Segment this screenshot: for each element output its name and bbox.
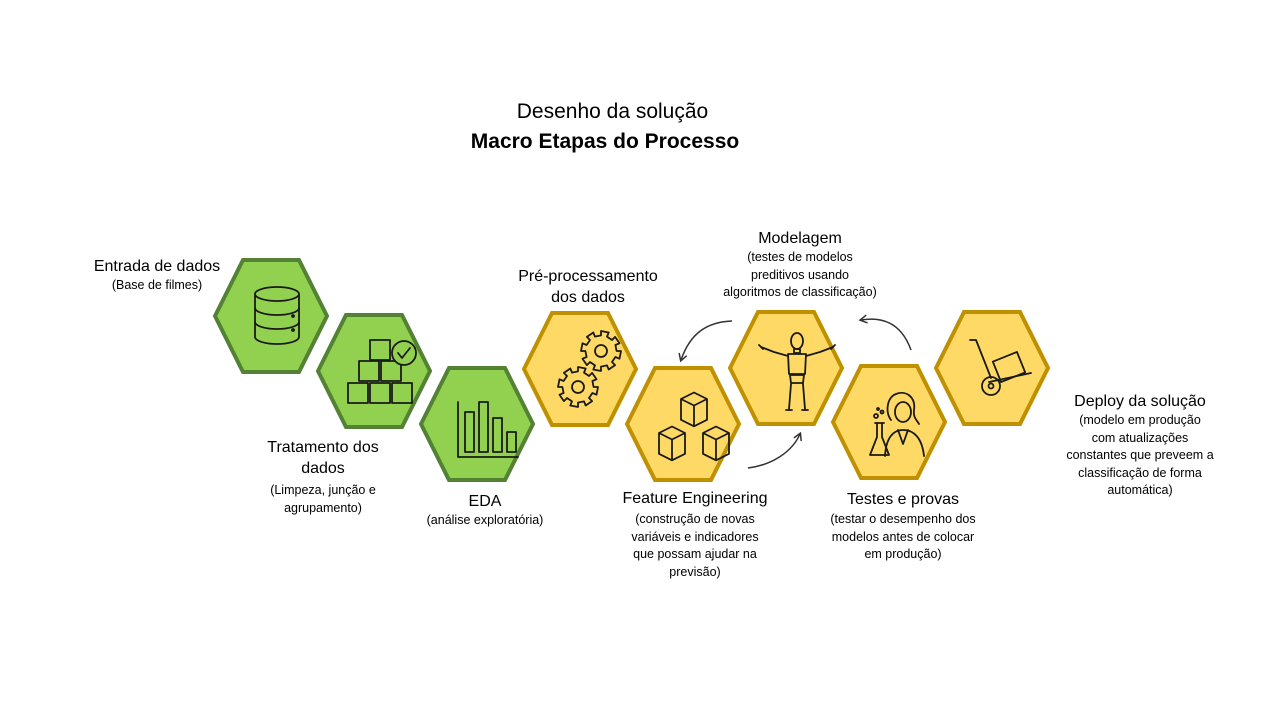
hex-deploy	[933, 310, 1051, 426]
step-desc-modelagem: (testes de modelos preditivos usando alg…	[723, 250, 877, 299]
step-label-entrada: Entrada de dados	[93, 258, 221, 275]
step-label-tratamento: Tratamento dos dados	[267, 439, 379, 477]
page-title: Desenho da solução	[516, 100, 709, 123]
hex-feature-engineering	[624, 366, 742, 482]
step-label-modelagem: Modelagem	[758, 230, 842, 247]
step-label-pre-processamento: Pré-processamento dos dados	[518, 268, 658, 306]
hex-entrada-dados	[212, 258, 330, 374]
mannequin-icon	[758, 332, 836, 411]
database-icon	[254, 286, 300, 345]
cubes-icon	[658, 391, 730, 462]
step-desc-deploy: (modelo em produção com atualizações con…	[1066, 413, 1214, 497]
arrow-curve-3	[858, 314, 912, 351]
scientist-icon	[869, 392, 925, 457]
step-label-testes: Testes e provas	[846, 491, 960, 508]
step-label-eda: EDA	[468, 493, 502, 510]
hand-truck-icon	[969, 339, 1032, 396]
hex-modelagem	[727, 310, 845, 426]
step-desc-testes: (testar o desempenho dos modelos antes d…	[830, 512, 976, 561]
page-subtitle: Macro Etapas do Processo	[470, 130, 740, 153]
gears-icon	[557, 330, 622, 408]
step-desc-feature-engineering: (construção de novas variáveis e indicad…	[631, 512, 759, 579]
bar-chart-icon	[457, 401, 519, 458]
step-desc-entrada: (Base de filmes)	[111, 278, 203, 292]
step-desc-eda: (análise exploratória)	[426, 513, 544, 527]
hex-pre-processamento	[521, 311, 639, 427]
hex-testes-provas	[830, 364, 948, 480]
boxes-check-icon	[347, 339, 417, 404]
step-label-feature-engineering: Feature Engineering	[622, 490, 768, 507]
hex-eda	[418, 366, 536, 482]
arrow-curve-2	[747, 431, 802, 469]
step-label-deploy: Deploy da solução	[1074, 393, 1206, 410]
hex-tratamento-dados	[315, 313, 433, 429]
arrow-curve-1	[678, 320, 733, 363]
step-desc-tratamento: (Limpeza, junção e agrupamento)	[270, 483, 376, 515]
